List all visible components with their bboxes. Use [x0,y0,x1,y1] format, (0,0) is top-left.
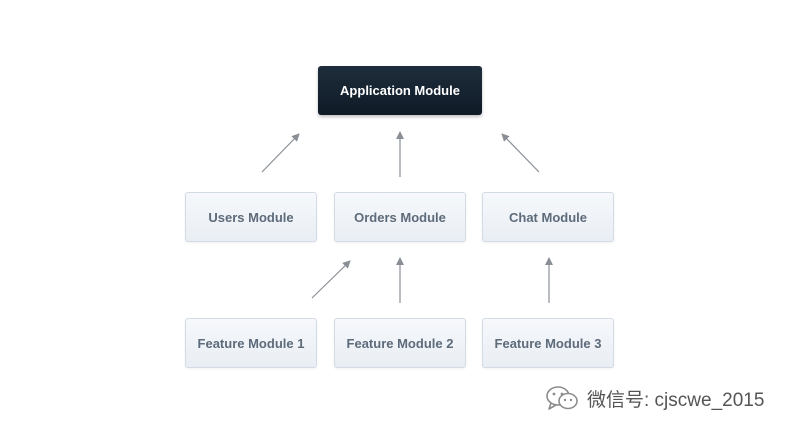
orders-module-label: Orders Module [354,209,446,225]
users-module-node: Users Module [185,192,317,242]
arrow-feature1-to-orders [311,260,351,299]
feature-module-1-label: Feature Module 1 [197,335,305,351]
chat-module-node: Chat Module [482,192,614,242]
application-module-label: Application Module [340,83,460,98]
wechat-icon [546,386,578,410]
orders-module-node: Orders Module [334,192,466,242]
feature-module-2-label: Feature Module 2 [346,335,454,351]
arrow-chat-to-application [501,133,540,173]
wechat-watermark: 微信号: cjscwe_2015 [545,384,764,412]
watermark-text: 微信号: cjscwe_2015 [587,389,765,411]
feature-module-1-node: Feature Module 1 [185,318,317,368]
users-module-label: Users Module [208,209,294,225]
application-module-node: Application Module [318,66,482,115]
feature-module-3-node: Feature Module 3 [482,318,614,368]
chat-module-label: Chat Module [509,209,587,225]
feature-module-3-label: Feature Module 3 [494,335,602,351]
feature-module-2-node: Feature Module 2 [334,318,466,368]
arrow-users-to-application [261,133,300,173]
